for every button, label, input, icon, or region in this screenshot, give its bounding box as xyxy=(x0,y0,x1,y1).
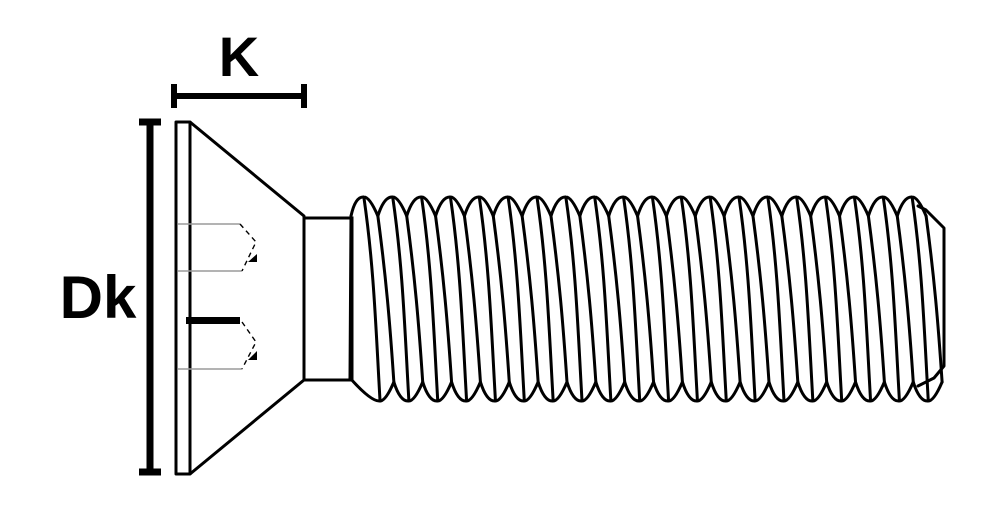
thread-crest-line xyxy=(737,196,757,402)
thread-root-line xyxy=(693,214,713,384)
thread-root-line xyxy=(924,214,944,384)
thread-root-line xyxy=(722,214,742,384)
thread-crest-line xyxy=(910,196,930,402)
k-dimension-label: K xyxy=(219,25,259,88)
thread-crest-line xyxy=(795,196,815,402)
thread-root-line xyxy=(405,214,425,384)
thread-root-line xyxy=(462,214,482,384)
socket-cone-lower xyxy=(241,321,257,370)
thread-root-line xyxy=(636,214,656,384)
thread-root-line xyxy=(376,214,396,384)
thread-profile-top xyxy=(349,195,928,218)
thread-crest-line xyxy=(766,196,786,402)
thread-crest-line xyxy=(622,196,642,402)
thread-root-line xyxy=(780,214,800,384)
thread-crest-line xyxy=(564,196,584,402)
socket-point-upper xyxy=(248,254,257,262)
thread-crest-line xyxy=(477,196,497,402)
thread-crest-line xyxy=(593,196,613,402)
dk-dimension-label: Dk xyxy=(60,264,137,331)
dk-dimension: Dk xyxy=(60,118,161,476)
thread-start-edge xyxy=(348,214,353,380)
thread-root-line xyxy=(751,214,771,384)
thread-crest-line xyxy=(449,196,469,402)
thread-crest-line xyxy=(535,196,555,402)
thread-root-line xyxy=(520,214,540,384)
thread-crest-line xyxy=(506,196,526,402)
thread-root-line xyxy=(491,214,511,384)
threaded-shank xyxy=(348,195,946,403)
thread-crest-line xyxy=(362,196,382,402)
thread-crest-line xyxy=(420,196,440,402)
thread-root-line xyxy=(664,214,684,384)
socket-cone-upper xyxy=(239,223,257,272)
thread-crest-line xyxy=(824,196,844,402)
thread-crest-line xyxy=(853,196,873,402)
socket-point-lower xyxy=(248,351,257,360)
head-top-face xyxy=(174,120,192,476)
thread-root-line xyxy=(578,214,598,384)
thread-crest-line xyxy=(651,196,671,402)
head-cone-outline xyxy=(189,120,306,476)
thread-root-line xyxy=(866,214,886,384)
k-dimension: K xyxy=(171,25,307,108)
thread-crest-line xyxy=(881,196,901,402)
screw-head xyxy=(174,120,306,476)
thread-crest-line xyxy=(391,196,411,402)
thread-root-line xyxy=(809,214,829,384)
thread-root-line xyxy=(434,214,454,384)
thread-crest-line xyxy=(708,196,728,402)
hex-socket xyxy=(178,223,257,370)
thread-crest-line xyxy=(679,196,699,402)
screw-neck xyxy=(302,216,354,382)
thread-root-line xyxy=(895,214,915,384)
screw-tip-chamfer xyxy=(916,204,946,388)
thread-root-line xyxy=(607,214,627,384)
thread-root-line xyxy=(549,214,569,384)
thread-root-line xyxy=(838,214,858,384)
socket-flat-edge xyxy=(186,317,240,324)
